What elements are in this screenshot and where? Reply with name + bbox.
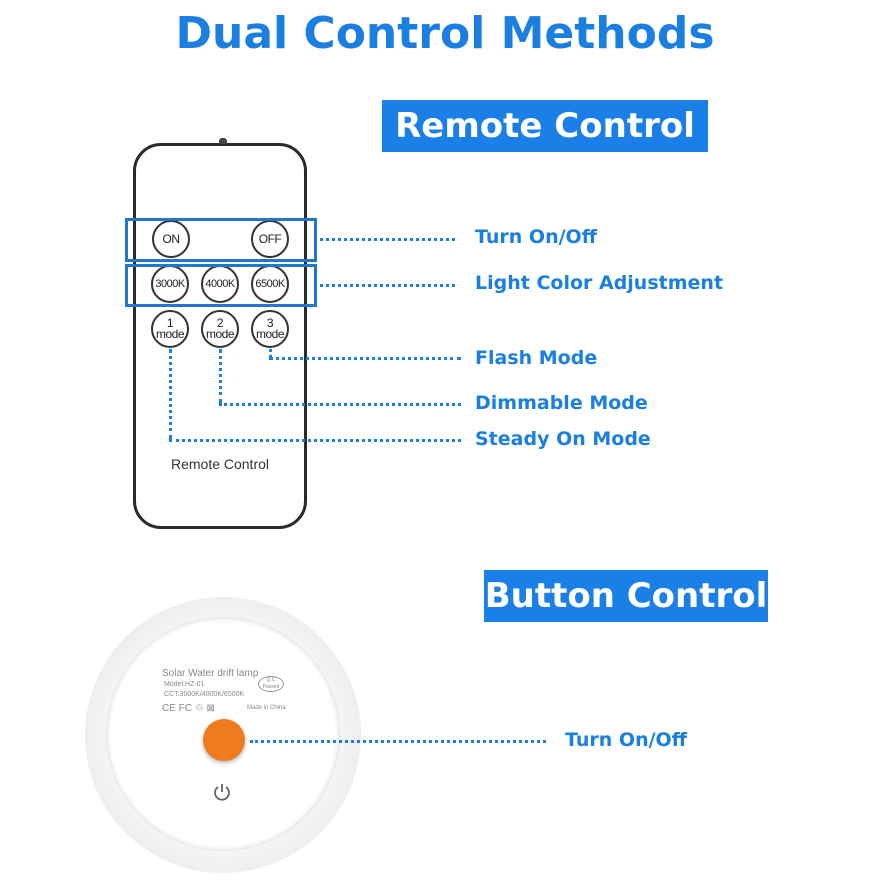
- mode-number: 1: [166, 316, 174, 330]
- callout-line-color: [320, 284, 455, 287]
- 3000k-button[interactable]: 3000K: [151, 265, 189, 303]
- on-button[interactable]: ON: [152, 220, 190, 258]
- off-button[interactable]: OFF: [251, 220, 289, 258]
- mode-number: 3: [266, 316, 274, 330]
- power-icon: [214, 784, 230, 801]
- callout-power: Turn On/Off: [475, 226, 598, 248]
- mode-number: 2: [216, 316, 224, 330]
- origin-text: Made in China: [247, 705, 286, 711]
- power-highlight-box: [125, 218, 317, 262]
- callout-button-power: Turn On/Off: [565, 729, 688, 751]
- qc-badge: Q.C Passed: [258, 676, 284, 692]
- callout-steady: Steady On Mode: [475, 428, 651, 450]
- 4000k-button[interactable]: 4000K: [201, 265, 239, 303]
- mode-word: mode: [205, 327, 235, 341]
- lamp-name: Solar Water drift lamp: [162, 668, 259, 679]
- remote-control-banner: Remote Control: [382, 100, 708, 152]
- callout-line-flash: [269, 357, 461, 360]
- callout-line-steady: [169, 439, 461, 442]
- lamp-cct: CCT:3000K/4000K/6500K: [164, 691, 245, 698]
- button-control-banner: Button Control: [484, 570, 768, 622]
- lamp-model: Model:HZ-01: [164, 681, 205, 688]
- callout-line-power: [320, 238, 455, 241]
- color-highlight-box: [125, 264, 317, 307]
- mode-word: mode: [255, 327, 285, 341]
- remote-label: Remote Control: [170, 456, 270, 472]
- callout-line-button: [250, 740, 546, 743]
- callout-line-dim: [219, 403, 461, 406]
- remote-led: [219, 138, 227, 144]
- mode-word: mode: [155, 327, 185, 341]
- callout-flash: Flash Mode: [475, 347, 598, 369]
- callout-color: Light Color Adjustment: [475, 272, 724, 294]
- callout-dim: Dimmable Mode: [475, 392, 648, 414]
- callout-line-steady-v: [169, 349, 172, 439]
- callout-line-flash-v: [269, 349, 272, 358]
- callout-line-dim-v: [219, 349, 222, 403]
- cert-icons: CE FC ♲ ⊠: [162, 703, 215, 714]
- page-title: Dual Control Methods: [175, 8, 715, 59]
- power-button[interactable]: [203, 719, 245, 761]
